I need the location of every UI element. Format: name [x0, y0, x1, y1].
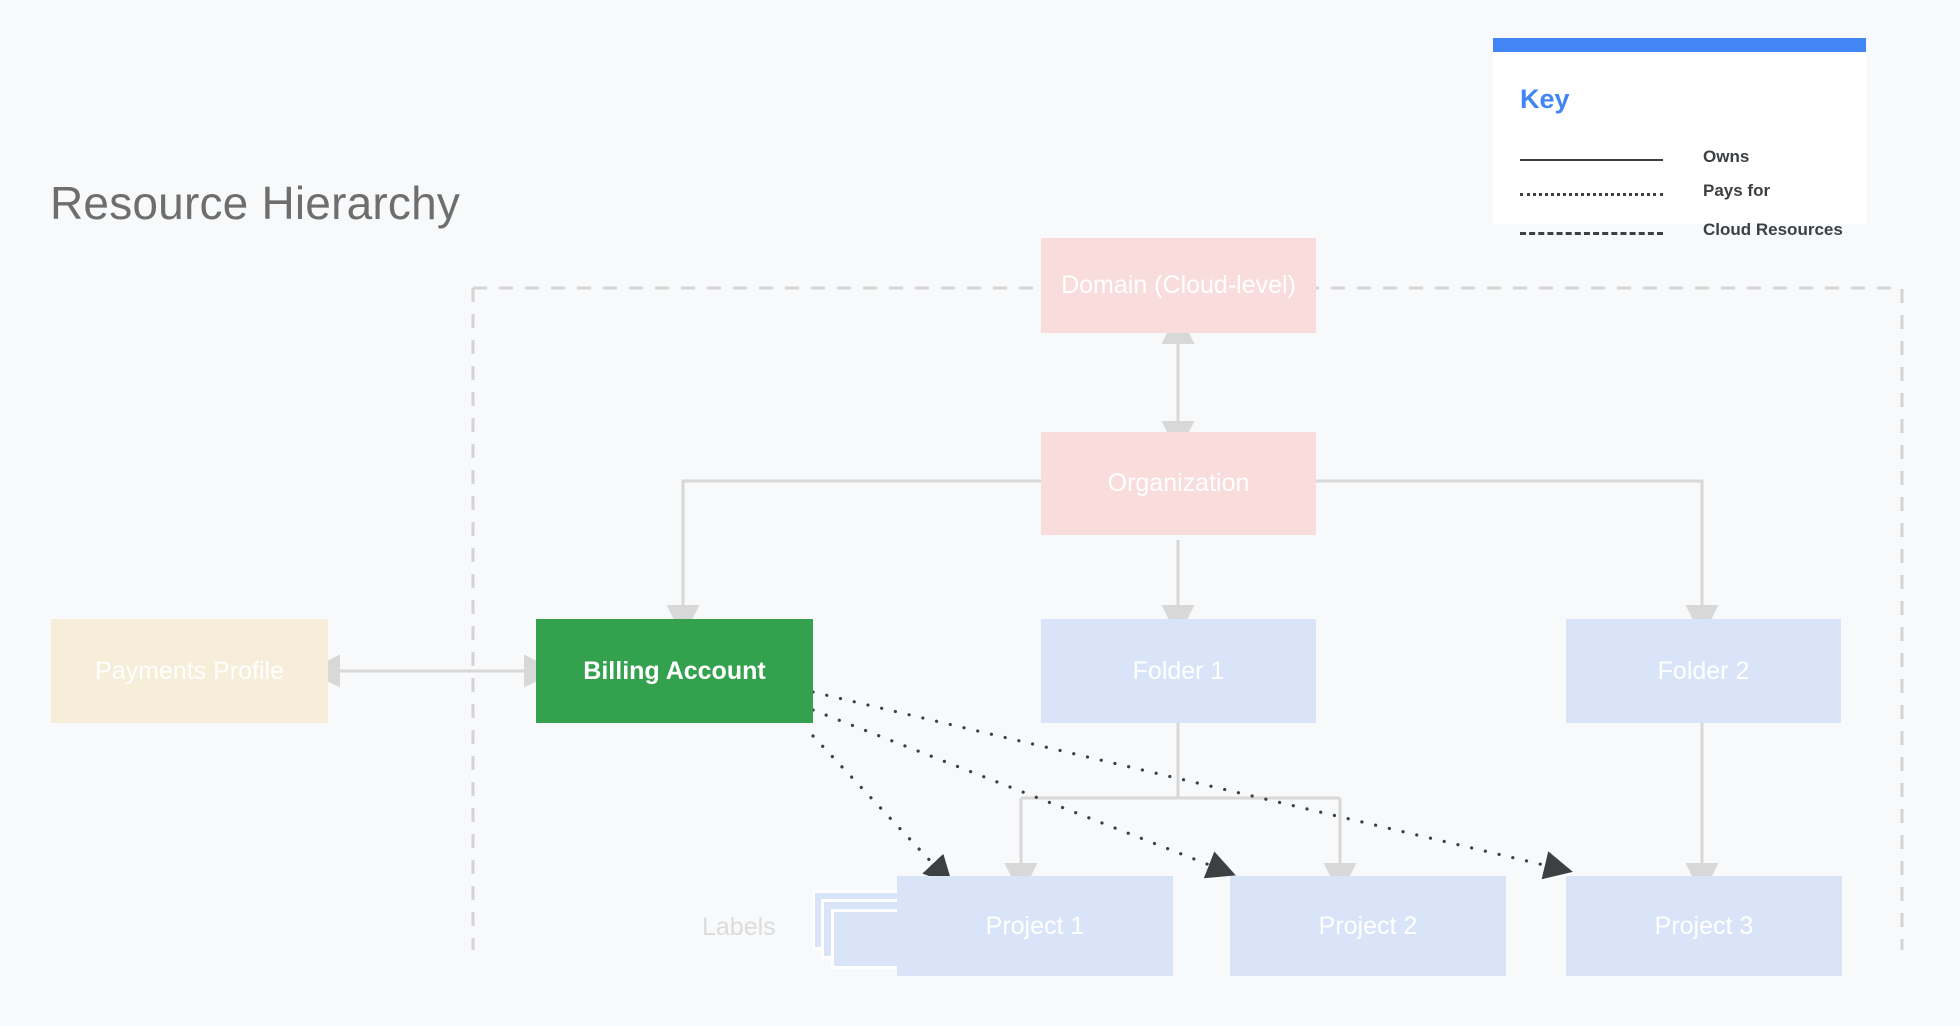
key-row-owns: Owns: [1520, 147, 1850, 171]
key-title: Key: [1520, 84, 1570, 114]
dashed-line-icon: [1520, 232, 1663, 235]
edge-folder1-trunk: [1019, 723, 1342, 866]
node-folder-2[interactable]: Folder 2: [1566, 619, 1841, 723]
node-project-2[interactable]: Project 2: [1230, 876, 1506, 976]
edge-organization-billing: [666, 479, 1041, 638]
cloud-resources-boundary: [471, 286, 1904, 950]
key-row-pays-for: Pays for: [1520, 181, 1850, 205]
key-row-cloud-resources: Cloud Resources: [1520, 220, 1850, 244]
labels-annotation: Labels: [702, 913, 776, 941]
node-project-1[interactable]: Project 1: [897, 876, 1173, 976]
solid-line-icon: [1520, 159, 1663, 161]
node-billing-account[interactable]: Billing Account: [536, 619, 813, 723]
dotted-line-icon: [1520, 193, 1663, 196]
key-accent-bar: [1493, 38, 1866, 52]
edge-billing-pays-project2: [811, 708, 1236, 879]
node-organization[interactable]: Organization: [1041, 432, 1316, 535]
node-project-3[interactable]: Project 3: [1566, 876, 1842, 976]
key-label-cloud-resources: Cloud Resources: [1703, 220, 1843, 239]
node-domain[interactable]: Domain (Cloud-level): [1041, 238, 1316, 333]
node-folder-1[interactable]: Folder 1: [1041, 619, 1316, 723]
key-label-owns: Owns: [1703, 147, 1750, 166]
node-payments-profile[interactable]: Payments Profile: [51, 619, 328, 723]
edge-billing-pays-project3: [811, 690, 1573, 880]
key-label-pays-for: Pays for: [1703, 181, 1771, 200]
key-legend-card: Key Owns Pays for Cloud Resources: [1493, 38, 1866, 239]
edge-billing-pays-project1: [811, 734, 953, 885]
page-title: Resource Hierarchy: [50, 177, 461, 229]
edge-organization-folder2: [1316, 479, 1719, 638]
